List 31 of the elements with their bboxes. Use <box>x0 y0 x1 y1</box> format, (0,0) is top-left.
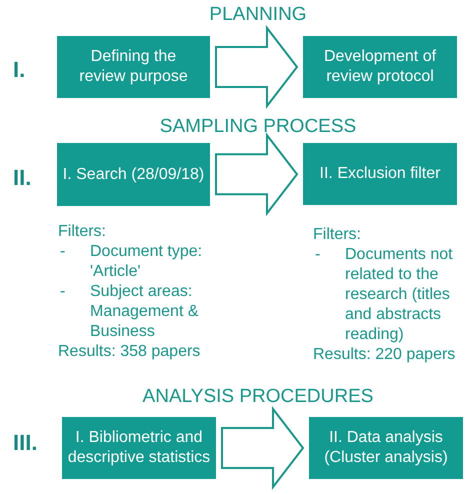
list-item: Document type: 'Article' <box>90 242 204 282</box>
note-text: Filters: <box>313 225 361 245</box>
list-item: Documents not related to the research (titles and abstracts reading) <box>345 245 454 345</box>
section-heading: ANALYSIS PROCEDURES <box>142 387 374 406</box>
block-arrow <box>221 406 304 490</box>
box-label: II. Exclusion filter <box>320 164 440 184</box>
bullet-dash: - <box>60 242 66 262</box>
block-arrow <box>215 132 298 216</box>
section-heading: SAMPLING PROCESS <box>160 117 356 136</box>
process-box <box>62 417 216 479</box>
process-box <box>57 36 210 98</box>
box-label: Defining the review purpose <box>78 47 189 87</box>
step-numeral: II. <box>13 167 32 189</box>
results-note: Results: 220 papers <box>313 345 456 365</box>
bullet-dash: - <box>60 282 66 302</box>
process-box <box>303 143 457 205</box>
process-box <box>57 143 210 206</box>
results-note: Results: 358 papers <box>58 342 200 362</box>
note-text: Filters: <box>58 222 106 242</box>
step-numeral: I. <box>13 59 26 81</box>
step-numeral: III. <box>13 432 38 454</box>
section-heading: PLANNING <box>209 5 307 24</box>
block-arrow <box>215 25 298 109</box>
process-box <box>309 417 463 479</box>
bullet-dash: - <box>315 245 320 265</box>
box-label: I. Bibliometric and descriptive statistics <box>66 428 212 468</box>
process-box <box>303 36 457 98</box>
list-item: Subject areas: Management & Business <box>90 282 200 342</box>
box-label: II. Data analysis (Cluster analysis) <box>323 428 449 468</box>
box-label: Development of review protocol <box>322 47 438 87</box>
box-label: I. Search (28/09/18) <box>62 164 204 184</box>
